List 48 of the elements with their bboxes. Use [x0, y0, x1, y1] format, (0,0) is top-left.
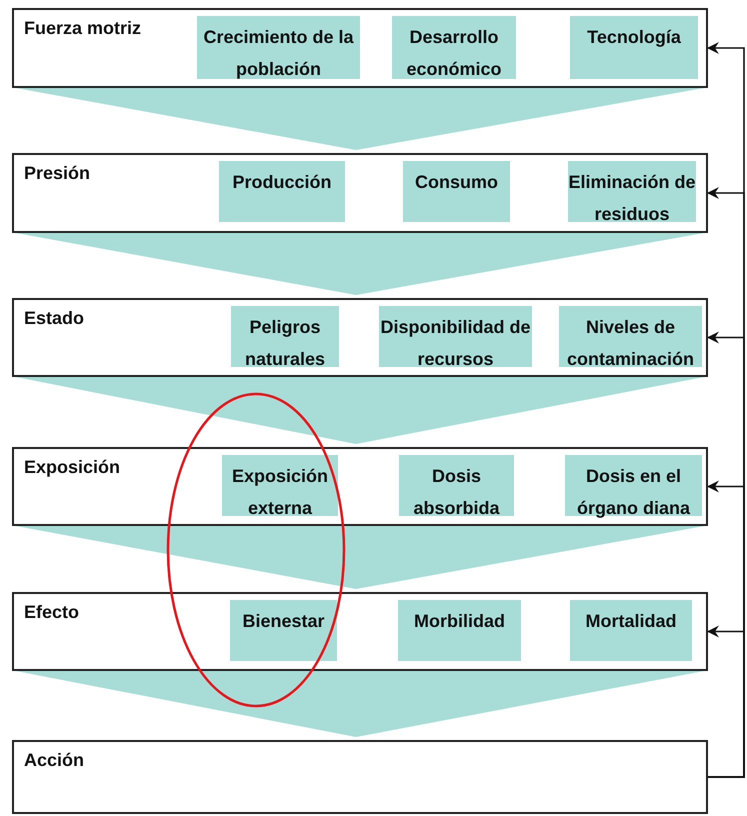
factor-label: Consumo: [415, 171, 498, 194]
factor-label: Producción: [232, 171, 332, 194]
factor-box: [398, 600, 521, 661]
stage-box: [12, 153, 708, 233]
stage-box: [12, 592, 708, 671]
factor-box: [197, 16, 360, 79]
factor-label: Peligros naturales: [244, 316, 326, 371]
stage-box: [12, 447, 708, 526]
factor-label: Desarrollo económico: [405, 26, 503, 81]
funnel-arrow: [16, 671, 704, 737]
factor-label: Disponibilidad de recursos: [379, 316, 532, 371]
factor-label: Crecimiento de la población: [202, 26, 355, 81]
stage-heading: Presión: [24, 163, 90, 184]
stage-heading: Exposición: [24, 457, 120, 478]
funnel-arrow: [16, 377, 704, 444]
feedback-arrow: [707, 626, 745, 778]
factor-box: [222, 455, 338, 516]
stage-heading: Fuerza motriz: [24, 18, 142, 39]
factor-box: [570, 16, 698, 79]
funnel-arrow: [16, 233, 704, 295]
factor-label: Exposición externa: [230, 465, 330, 520]
factor-box: [570, 600, 692, 661]
factor-box: [379, 306, 532, 367]
stage-heading: Acción: [24, 750, 84, 771]
factor-label: Bienestar: [242, 610, 325, 633]
stage-box: [12, 8, 708, 88]
stage-heading: Estado: [24, 308, 84, 329]
factor-box: [230, 600, 337, 661]
funnel-arrow: [16, 526, 704, 589]
factor-label: Mortalidad: [585, 610, 676, 633]
factor-box: [403, 161, 510, 222]
stage-box: [12, 740, 708, 814]
factor-label: Morbilidad: [414, 610, 505, 633]
factor-label: Tecnología: [587, 26, 681, 49]
stage-heading: Efecto: [24, 602, 80, 623]
stage-box: [12, 298, 708, 377]
factor-box: [399, 455, 514, 516]
factor-box: [219, 161, 345, 222]
factor-box: [559, 306, 702, 367]
factor-box: [231, 306, 339, 367]
factor-label: Niveles de contaminación: [566, 316, 696, 371]
factor-box: [565, 455, 702, 516]
factor-label: Dosis en el órgano diana: [576, 465, 692, 520]
factor-label: Eliminación de residuos: [568, 171, 696, 226]
factor-box: [392, 16, 516, 79]
factor-box: [568, 161, 696, 222]
funnel-arrow: [16, 88, 704, 150]
factor-label: Dosis absorbida: [412, 465, 501, 520]
